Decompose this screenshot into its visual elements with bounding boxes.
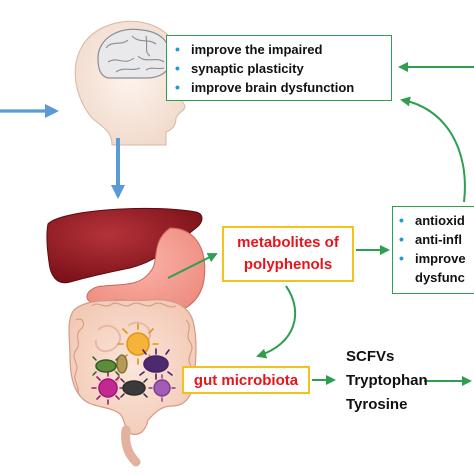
effect-item-continued: dysfunc	[415, 270, 465, 285]
gut-microbiota-box: gut microbiota	[182, 366, 310, 394]
brain-effects-list: improve the impaired synaptic plasticity…	[169, 40, 387, 97]
metabolites-box: metabolites of polyphenols	[222, 226, 354, 282]
effect-item: anti-infl	[393, 230, 474, 249]
effect-item: antioxid	[393, 211, 474, 230]
brain-effects-box: improve the impaired synaptic plasticity…	[166, 35, 392, 101]
metabolite-effects-box: antioxid anti-infl improve dysfunc	[392, 206, 474, 294]
metabolite-effects-list: antioxid anti-infl improve dysfunc	[393, 211, 474, 287]
liver-illustration	[46, 207, 203, 284]
gut-to-metabolites-arrow	[167, 253, 218, 279]
effects-to-brain-arrow	[400, 96, 466, 203]
brain-effect-item: improve the impaired	[169, 40, 387, 59]
product-scfvs: SCFVs	[346, 348, 395, 365]
brain-effect-item: improve brain dysfunction	[169, 78, 387, 97]
gut-microbiota-label: gut microbiota	[193, 372, 299, 389]
metabolites-to-microbiota-arrow	[256, 285, 297, 359]
brain-effect-item: synaptic plasticity	[169, 59, 387, 78]
metabolites-label: metabolites of polyphenols	[237, 234, 339, 273]
gut-microbes	[91, 323, 176, 405]
intestine-illustration	[68, 299, 197, 435]
product-tyrosine: Tyrosine	[346, 396, 408, 413]
product-tryptophan: Tryptophan	[346, 372, 428, 389]
effect-item: improve	[393, 249, 474, 268]
head-illustration	[74, 20, 186, 146]
